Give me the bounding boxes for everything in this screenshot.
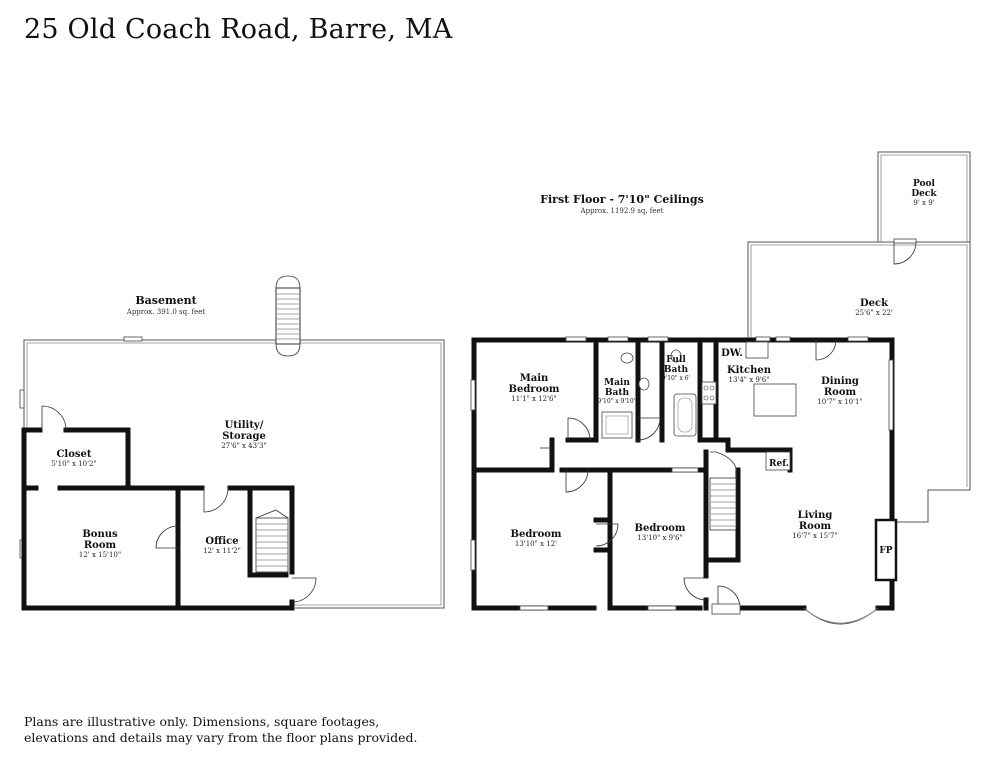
disclaimer-text: Plans are illustrative only. Dimensions,… bbox=[24, 714, 418, 745]
first-floor-area: Approx. 1192.9 sq. feet bbox=[580, 207, 664, 215]
refrigerator-label: Ref. bbox=[769, 459, 789, 469]
main-bedroom-dims: 11'1" x 12'6" bbox=[511, 395, 556, 403]
full-bath-name-line1: Full bbox=[666, 355, 686, 365]
basement-label: Basement bbox=[135, 294, 197, 307]
bonus-room-name-line2: Room bbox=[84, 540, 117, 551]
office-name: Office bbox=[205, 536, 238, 547]
kitchen-name: Kitchen bbox=[727, 365, 772, 376]
kitchen-dims: 13'4" x 9'6" bbox=[729, 376, 770, 384]
living-room-name-line1: Living bbox=[798, 510, 833, 521]
main-bath-dims: 9'10" x 9'10" bbox=[598, 398, 637, 405]
utility-name-line2: Storage bbox=[222, 431, 266, 442]
pool-deck-dims: 9' x 9' bbox=[913, 199, 934, 207]
main-bath-name-line2: Bath bbox=[605, 388, 630, 398]
bedroom-1-dims: 13'10" x 12' bbox=[515, 540, 557, 548]
utility-dims: 27'6" x 43'3" bbox=[221, 442, 266, 450]
basement-stairs bbox=[255, 509, 289, 573]
full-bath-name-line2: Bath bbox=[664, 365, 689, 375]
fireplace-label: FP bbox=[879, 546, 892, 556]
bedroom-2-dims: 13'10" x 9'6" bbox=[637, 534, 682, 542]
pool-deck-name-line1: Pool bbox=[913, 179, 936, 189]
main-bath-name-line1: Main bbox=[604, 378, 630, 388]
basement-plan bbox=[19, 275, 445, 611]
main-bedroom-name-line2: Bedroom bbox=[509, 384, 560, 395]
dining-room-dims: 10'7" x 10'1" bbox=[817, 398, 862, 406]
bonus-room-dims: 12' x 15'10" bbox=[79, 551, 121, 559]
dishwasher-label: DW. bbox=[721, 348, 743, 359]
deck-name: Deck bbox=[860, 298, 889, 309]
full-bath-dims: 9'10" x 6' bbox=[662, 375, 691, 382]
utility-name-line1: Utility/ bbox=[225, 420, 264, 431]
first-floor-stairs bbox=[709, 451, 737, 531]
pool-deck-name-line2: Deck bbox=[911, 189, 937, 199]
closet-name: Closet bbox=[56, 449, 91, 460]
living-room-dims: 16'7" x 15'7" bbox=[792, 532, 837, 540]
deck-dims: 25'6" x 22' bbox=[855, 309, 893, 317]
dining-room-name-line2: Room bbox=[824, 387, 857, 398]
dining-room-name-line1: Dining bbox=[821, 376, 859, 387]
closet-dims: 5'10" x 10'2" bbox=[51, 460, 96, 468]
bedroom-2-name: Bedroom bbox=[635, 523, 686, 534]
bonus-room-name-line1: Bonus bbox=[82, 529, 118, 540]
main-bedroom-name-line1: Main bbox=[520, 373, 549, 384]
bulkhead-stairs bbox=[275, 275, 301, 357]
page-title: 25 Old Coach Road, Barre, MA bbox=[24, 14, 453, 45]
office-dims: 12' x 11'2" bbox=[203, 547, 241, 555]
living-room-name-line2: Room bbox=[799, 521, 832, 532]
first-floor-plan bbox=[470, 151, 971, 625]
first-floor-label: First Floor - 7'10" Ceilings bbox=[540, 193, 704, 206]
bedroom-1-name: Bedroom bbox=[511, 529, 562, 540]
basement-area: Approx. 391.0 sq. feet bbox=[126, 308, 206, 316]
